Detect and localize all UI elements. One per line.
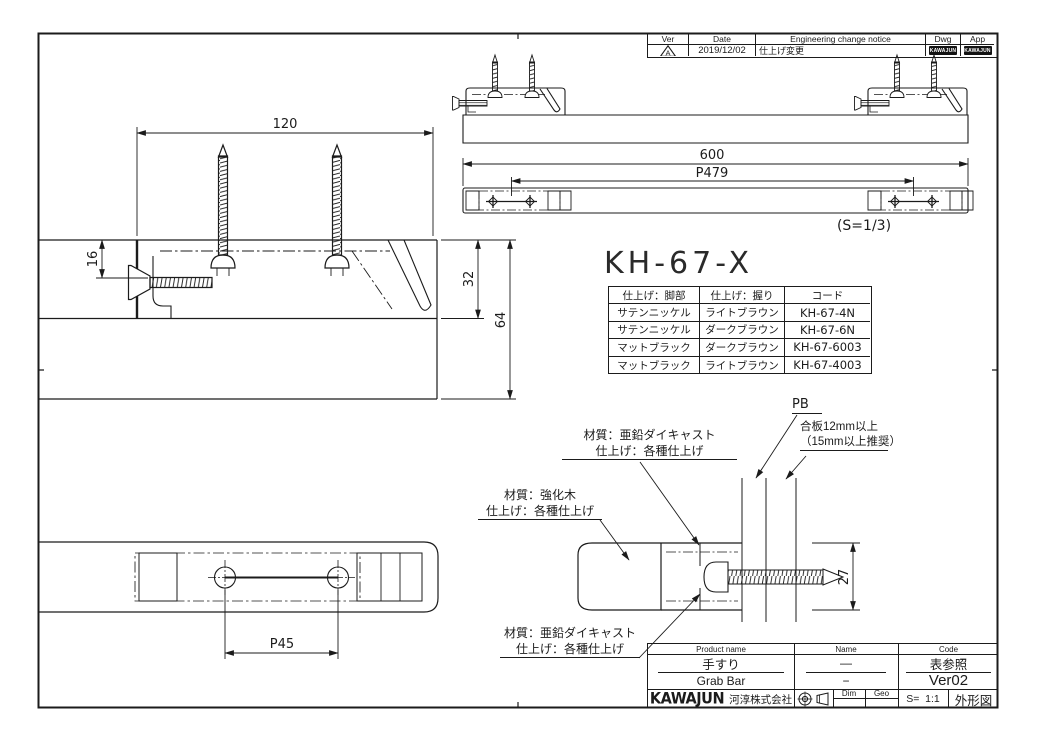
finish-cell-code: KH-67-6003 xyxy=(785,339,870,357)
dim-bracket-depth: 32 xyxy=(462,271,477,288)
annotation-zinc-top: 材質：亜鉛ダイキャスト 仕上げ：各種仕上げ xyxy=(562,427,737,460)
finish-cell: ライトブラウン xyxy=(700,356,785,374)
annotation-wood: 材質：強化木 仕上げ：各種仕上げ xyxy=(478,487,602,520)
code-label: Code xyxy=(938,644,959,654)
title-block-divider xyxy=(794,644,795,707)
annotation-material: 材質：亜鉛ダイキャスト xyxy=(583,428,716,442)
ecn-header-dwg: Dwg xyxy=(926,34,961,45)
finish-cell: ダークブラウン xyxy=(700,339,785,357)
finish-cell-code: KH-67-4N xyxy=(785,304,870,322)
third-angle-projection-icon xyxy=(797,691,828,707)
dim-screw-pitch: P479 xyxy=(696,166,729,181)
title-block: Product name Name Code 手すり — 表参照 Grab Ba… xyxy=(647,643,998,708)
scale-value: S= 1:1 xyxy=(906,693,940,705)
name-label: Name xyxy=(835,644,857,654)
annotation-material: 材質：強化木 xyxy=(503,488,576,502)
detail-screw xyxy=(704,562,843,592)
dim-label: Dim xyxy=(841,689,857,698)
finish-cell: ライトブラウン xyxy=(700,304,785,322)
underline xyxy=(658,672,784,673)
company-name: 河淳株式会社 xyxy=(729,693,793,706)
projection-symbol-cell xyxy=(794,689,833,709)
finish-header-grip: 仕上げ：握り xyxy=(700,287,785,305)
dim-bracket-width: 120 xyxy=(273,117,298,132)
finish-cell: マットブラック xyxy=(609,356,700,374)
dwg-stamp: KAWAJUN xyxy=(929,46,957,55)
finish-header-leg: 仕上げ：脚部 xyxy=(609,287,700,305)
annotation-finish: 仕上げ：各種仕上げ xyxy=(478,503,602,520)
kawajun-logo: KAWAJUN xyxy=(649,690,725,708)
title-block-divider xyxy=(648,689,997,690)
plan-view-dimensions xyxy=(462,158,969,196)
ecn-header-ver: Ver xyxy=(648,34,689,45)
code-value-1: 表参照 xyxy=(929,657,968,672)
name-value-2: − xyxy=(842,673,850,688)
product-code-heading: KH-67-X xyxy=(604,246,754,281)
name-value-1: — xyxy=(840,656,852,670)
ecn-table: Ver Date Engineering change notice Dwg A… xyxy=(647,33,998,58)
finish-cell-code: KH-67-6N xyxy=(785,322,870,340)
title-block-divider xyxy=(833,698,898,699)
ecn-header-date: Date xyxy=(689,34,756,45)
finish-table: 仕上げ：脚部 仕上げ：握り コード サテンニッケル ライトブラウン KH-67-… xyxy=(608,286,872,374)
company-cell: KAWAJUN 河淳株式会社 xyxy=(648,689,794,709)
finish-header-code: コード xyxy=(785,287,870,305)
finish-cell: ダークブラウン xyxy=(700,321,785,340)
annotation-plywood-line1: 合板12mm以上 xyxy=(800,421,878,433)
title-block-divider xyxy=(898,644,899,707)
detail-dimensions xyxy=(812,542,860,611)
dim-bar-height: 27 xyxy=(837,569,852,586)
product-name-label: Product name xyxy=(696,644,746,654)
underline xyxy=(906,672,991,673)
wall-section-detail xyxy=(578,478,843,622)
product-name-ja: 手すり xyxy=(702,657,740,672)
dim-hole-pitch: P45 xyxy=(270,637,294,652)
ecn-header-notice: Engineering change notice xyxy=(756,34,926,45)
annotation-pb-label: PB xyxy=(792,397,822,414)
revision-triangle-icon: A xyxy=(659,45,677,56)
app-stamp: KAWAJUN xyxy=(963,46,992,55)
annotation-pb: PB xyxy=(792,397,822,414)
elevation-view xyxy=(453,55,969,143)
finish-cell: マットブラック xyxy=(609,339,700,357)
ecn-app-stamp: KAWAJUN xyxy=(961,45,994,56)
drawing-frame xyxy=(39,34,998,708)
annotation-zinc-bottom: 材質：亜鉛ダイキャスト 仕上げ：各種仕上げ xyxy=(500,625,640,658)
underline xyxy=(806,672,886,673)
plan-view xyxy=(463,188,974,213)
mounting-screw xyxy=(219,145,342,255)
sheet-type: 外形図 xyxy=(954,693,993,708)
dim-plate-offset: 16 xyxy=(86,251,101,268)
annotation-finish: 仕上げ：各種仕上げ xyxy=(500,641,640,658)
revision-mark: A xyxy=(648,45,689,56)
title-block-divider xyxy=(648,654,997,655)
ecn-notice: 仕上げ変更 xyxy=(756,45,926,56)
finish-cell: サテンニッケル xyxy=(609,321,700,340)
side-view xyxy=(38,145,437,399)
product-name-en: Grab Bar xyxy=(696,673,746,688)
scale-note: (S=1/3) xyxy=(837,218,891,234)
ecn-header-app: App xyxy=(961,34,994,45)
side-view-dimensions xyxy=(96,127,516,400)
bracket-plan-dimensions xyxy=(224,590,339,659)
annotation-plywood-line2: （15mm以上推奨） xyxy=(800,435,901,451)
leader-lines xyxy=(600,415,806,658)
svg-text:A: A xyxy=(665,48,670,56)
dim-overall-length: 600 xyxy=(700,148,725,163)
ecn-dwg-stamp: KAWAJUN xyxy=(926,45,961,56)
annotation-finish: 仕上げ：各種仕上げ xyxy=(562,443,737,460)
wall-board-lines xyxy=(742,478,796,622)
annotation-plywood: 合板12mm以上 （15mm以上推奨） xyxy=(800,420,901,451)
ecn-date: 2019/12/02 xyxy=(689,45,756,56)
annotation-material: 材質：亜鉛ダイキャスト xyxy=(503,626,636,640)
finish-cell-code: KH-67-4003 xyxy=(793,358,862,373)
screw-head xyxy=(211,255,349,276)
bracket-plan-view xyxy=(38,542,438,612)
title-block-divider xyxy=(948,689,949,707)
finish-cell: サテンニッケル xyxy=(609,304,700,322)
dim-total-depth: 64 xyxy=(494,312,509,329)
geo-label: Geo xyxy=(873,689,890,698)
code-value-2: Ver02 xyxy=(928,672,969,689)
